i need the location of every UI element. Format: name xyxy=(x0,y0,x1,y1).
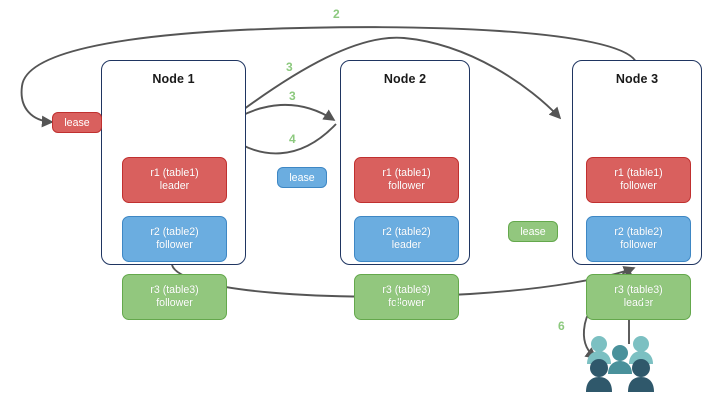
node-2-replica-r1[interactable]: r1 (table1) follower xyxy=(354,157,459,203)
node-2-replica-r3-line1: r3 (table3) xyxy=(382,284,431,296)
node-2-replica-r2[interactable]: r2 (table2) leader xyxy=(354,216,459,262)
edge-label-5: 5 xyxy=(395,298,402,312)
node-2-replica-r2-line1: r2 (table2) xyxy=(382,226,431,238)
node-1-container[interactable]: Node 1 r1 (table1) leader r2 (table2) fo… xyxy=(101,60,246,320)
node-2-replica-r1-line2: follower xyxy=(388,180,425,192)
node-3-replica-r1-line2: follower xyxy=(620,180,657,192)
node-3-replica-r1-line1: r1 (table1) xyxy=(614,167,663,179)
node-2-replica-r1-line1: r1 (table1) xyxy=(382,167,431,179)
lease-table1-badge[interactable]: lease xyxy=(52,112,102,133)
lease-table2-badge[interactable]: lease xyxy=(277,167,327,188)
lease-table3-badge[interactable]: lease xyxy=(508,221,558,242)
lease-table2-label: lease xyxy=(289,171,315,184)
node-3-replica-r3[interactable]: r3 (table3) leader xyxy=(586,274,691,320)
edge-label-1: 1 xyxy=(641,297,648,311)
users-icon xyxy=(586,336,654,392)
lease-table3-label: lease xyxy=(520,225,546,238)
edge-label-3b: 3 xyxy=(289,89,296,103)
node-1-title: Node 1 xyxy=(152,72,195,86)
node-1-replica-r3[interactable]: r3 (table3) follower xyxy=(122,274,227,320)
node-2-replica-r3-line2: follower xyxy=(388,297,425,309)
node-2-replica-r3[interactable]: r3 (table3) follower xyxy=(354,274,459,320)
node-1-replica-r1-line2: leader xyxy=(159,180,190,192)
node-1-replica-r2[interactable]: r2 (table2) follower xyxy=(122,216,227,262)
edge-label-2: 2 xyxy=(333,7,340,21)
node-3-replica-r1[interactable]: r1 (table1) follower xyxy=(586,157,691,203)
edge-label-3a: 3 xyxy=(286,60,293,74)
node-1-replica-r3-line2: follower xyxy=(156,297,193,309)
node-3-replica-r3-line2: leader xyxy=(623,297,654,309)
edge-label-4: 4 xyxy=(289,132,296,146)
node-2-title: Node 2 xyxy=(383,72,427,86)
node-2-replica-r2-line2: leader xyxy=(391,239,422,251)
lease-table1-label: lease xyxy=(64,116,90,129)
node-3-replica-r2[interactable]: r2 (table2) follower xyxy=(586,216,691,262)
node-1-replica-r2-line1: r2 (table2) xyxy=(150,226,199,238)
node-1-replica-r3-line1: r3 (table3) xyxy=(150,284,199,296)
node-3-container[interactable]: Node 3 r1 (table1) follower r2 (table2) … xyxy=(572,60,702,320)
edge-label-6: 6 xyxy=(558,319,565,333)
node-2-container[interactable]: Node 2 r1 (table1) follower r2 (table2) … xyxy=(340,60,470,320)
node-1-replica-r1[interactable]: r1 (table1) leader xyxy=(122,157,227,203)
node-3-replica-r3-line1: r3 (table3) xyxy=(614,284,663,296)
node-1-replica-r2-line2: follower xyxy=(156,239,193,251)
node-3-replica-r2-line1: r2 (table2) xyxy=(614,226,663,238)
node-1-replica-r1-line1: r1 (table1) xyxy=(150,167,199,179)
node-3-title: Node 3 xyxy=(615,72,659,86)
node-3-replica-r2-line2: follower xyxy=(620,239,657,251)
